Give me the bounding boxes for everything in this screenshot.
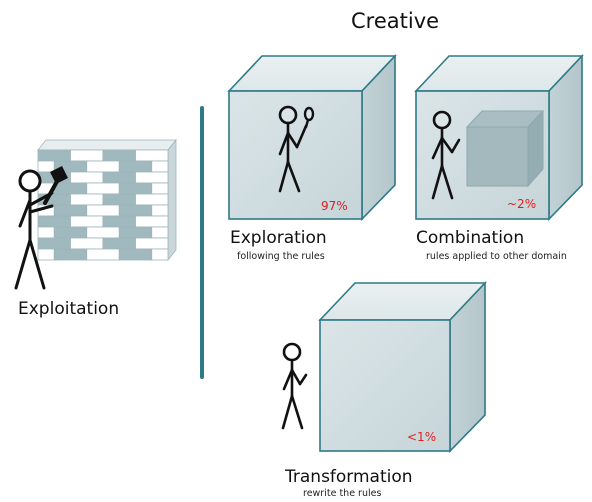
brick [37,215,71,228]
brick [118,160,153,173]
brick [151,182,169,195]
brick [135,237,169,250]
brick [37,160,55,173]
brick [135,171,169,184]
brick [86,226,120,239]
brick [37,237,71,250]
brick [151,248,169,261]
exploration-sublabel: following the rules [237,251,325,262]
brick [70,237,104,250]
transformation-sublabel: rewrite the rules [303,488,382,499]
stick-figure-icon [281,342,308,430]
brick [118,204,153,217]
brick [151,204,169,217]
cube-exploration [227,53,397,221]
transformation-percent: <1% [407,430,437,444]
brick [135,215,169,228]
brick [70,149,104,162]
page-title: Creative [351,9,440,33]
brick [135,193,169,206]
brick [37,149,71,162]
brick [86,160,120,173]
exploration-label: Exploration [230,228,327,248]
stick-figure-icon [278,105,308,193]
brick [37,226,55,239]
brick [53,248,88,261]
cube-transformation [318,280,487,453]
stick-figure-icon [14,169,54,290]
brick [53,204,88,217]
brick [37,248,55,261]
transformation-label: Transformation [285,467,413,487]
brick [70,193,104,206]
brick [70,171,104,184]
combination-sublabel: rules applied to other domain [426,251,567,262]
brick [86,248,120,261]
brick [151,160,169,173]
brick [102,171,136,184]
brick [70,215,104,228]
brick [53,182,88,195]
brick [53,226,88,239]
brick [102,193,136,206]
brick [151,226,169,239]
brick [102,149,136,162]
brick [102,215,136,228]
combination-label: Combination [416,228,525,248]
stick-figure-icon [431,110,461,200]
brick-wall-icon [37,138,177,262]
brick [86,204,120,217]
small-cube-icon [465,109,545,188]
brick [102,237,136,250]
hammer-icon [43,166,68,205]
brick [118,182,153,195]
exploration-percent: 97% [321,199,348,213]
combination-percent: ~2% [507,197,537,211]
magnifier-icon [303,106,315,129]
brick [118,226,153,239]
brick [135,149,169,162]
brick [118,248,153,261]
brick [86,182,120,195]
exploitation-label: Exploitation [18,299,120,319]
